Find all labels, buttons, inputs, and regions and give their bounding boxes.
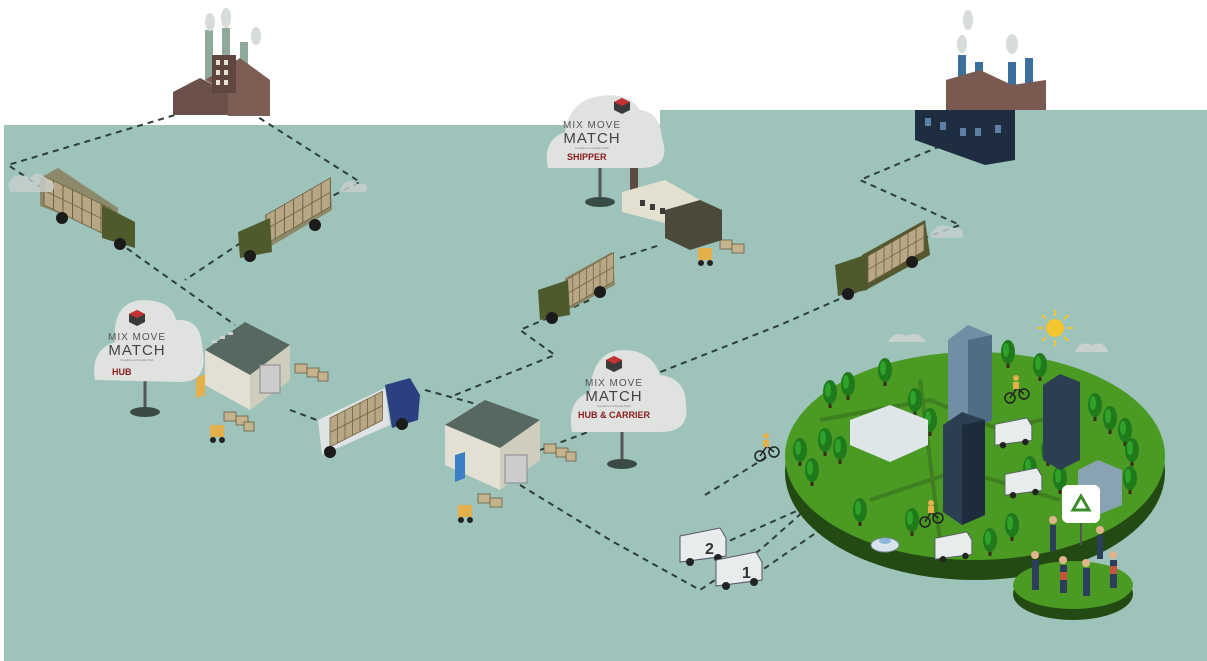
truck-icon bbox=[40, 168, 135, 250]
rider-icons bbox=[763, 375, 1019, 513]
factory-icon bbox=[173, 8, 270, 116]
van-number-1: 1 bbox=[742, 565, 751, 582]
hub-carrier-sign-cloud bbox=[570, 350, 687, 469]
factory-icon bbox=[622, 165, 722, 250]
truck-icon bbox=[538, 252, 615, 324]
factory-icon bbox=[915, 10, 1046, 165]
box-pile bbox=[223, 239, 745, 508]
cloud-icon bbox=[8, 173, 1108, 352]
truck-icon bbox=[238, 177, 332, 262]
hub-sign-cloud bbox=[94, 300, 204, 417]
truck-icon bbox=[318, 378, 420, 458]
van-number-2: 2 bbox=[705, 541, 714, 558]
forklift-icon bbox=[210, 248, 713, 523]
building-icons bbox=[850, 325, 1122, 525]
sun-icon bbox=[1037, 310, 1073, 346]
shipper-sign-cloud bbox=[546, 95, 665, 207]
fountain-icon bbox=[870, 537, 900, 553]
people-icon bbox=[1031, 516, 1117, 596]
logo-mark-icon bbox=[129, 98, 630, 372]
warehouse-icon bbox=[196, 322, 290, 410]
recycle-icon bbox=[1062, 485, 1100, 545]
truck-icon bbox=[835, 220, 930, 300]
warehouse-icon bbox=[445, 400, 540, 490]
